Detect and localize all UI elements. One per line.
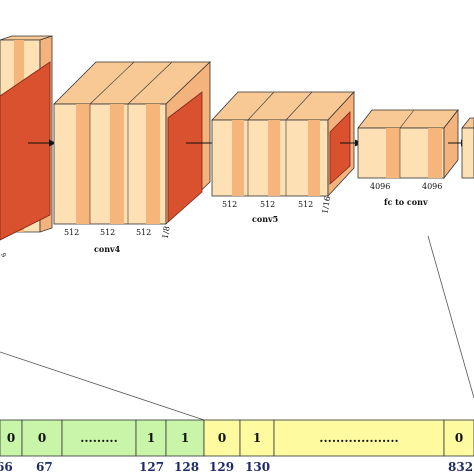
bit-value: 1: [147, 431, 155, 445]
conv4-channel-3: 512: [136, 228, 151, 237]
bit-cell: [239, 419, 275, 457]
bit-cell: [443, 419, 474, 457]
conv5-block: 512 512 512 1/16 conv5: [211, 90, 355, 224]
conv4-scale: 1/8: [161, 225, 172, 239]
bit-index: 127: [139, 460, 164, 474]
conv5-scale: 1/16: [320, 195, 332, 214]
bit-vector: 0 0 ......... 1 1 0 1 ..................…: [0, 419, 474, 474]
conv5-channel-1: 512: [222, 200, 237, 209]
conv4-channel-2: 512: [100, 228, 115, 237]
fc-name: fc to conv: [384, 197, 428, 207]
conv5-channel-3: 512: [298, 200, 313, 209]
bit-index: 67: [36, 460, 53, 474]
conv3-label-fragment: s: [0, 251, 9, 259]
bit-value: 1: [253, 431, 261, 445]
bit-value: 0: [7, 431, 15, 445]
bit-cell: [165, 419, 205, 457]
bit-value: 0: [38, 431, 46, 445]
conv5-channel-2: 512: [260, 200, 275, 209]
bit-ellipsis: ...................: [319, 431, 398, 445]
fc-block: 4096 4096 fc to conv: [357, 108, 459, 207]
conv5-feature-map: [329, 111, 351, 185]
zoom-connector-lines: [0, 235, 474, 421]
bit-index: 66: [0, 460, 13, 474]
bit-cell: [273, 419, 445, 457]
next-block-partial: [461, 117, 474, 179]
conv5-name: conv5: [252, 214, 278, 224]
conv3-block-partial: s: [0, 35, 53, 259]
arrow-conv3-conv4: [28, 139, 56, 147]
fc-channel-2: 4096: [422, 182, 442, 191]
bit-value: 0: [218, 431, 226, 445]
bit-index: 130: [245, 460, 270, 474]
bit-index: 128: [174, 460, 199, 474]
conv3-feature-map: [0, 61, 51, 241]
conv4-name: conv4: [94, 244, 121, 254]
conv4-block: 512 512 512 1/8 conv4: [53, 61, 211, 254]
bit-cell: [135, 419, 167, 457]
bit-index: 129: [209, 460, 234, 474]
bit-cell: [21, 419, 63, 457]
bit-value: 0: [455, 431, 463, 445]
fc-channel-1: 4096: [370, 182, 390, 191]
bit-index: 832: [448, 460, 473, 474]
conv4-channel-1: 512: [64, 228, 79, 237]
conv4-feature-map: [167, 91, 203, 223]
bit-cell: [61, 419, 137, 457]
bit-value: 1: [181, 431, 189, 445]
bit-ellipsis: .........: [80, 431, 118, 445]
